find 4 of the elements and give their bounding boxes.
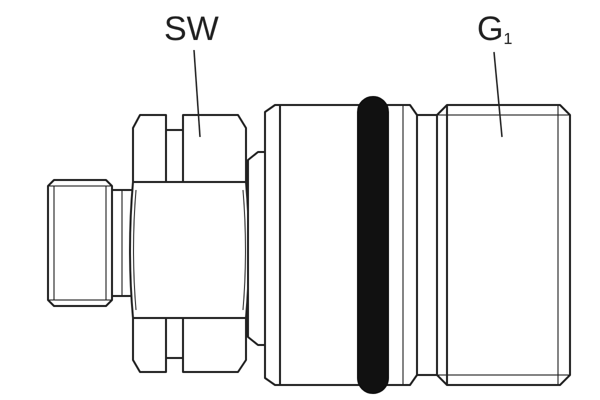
part-label: SW (164, 10, 219, 48)
leader-line (193, 50, 201, 138)
leader-line (493, 52, 503, 138)
part-label: G$_{1}$ (477, 10, 512, 48)
